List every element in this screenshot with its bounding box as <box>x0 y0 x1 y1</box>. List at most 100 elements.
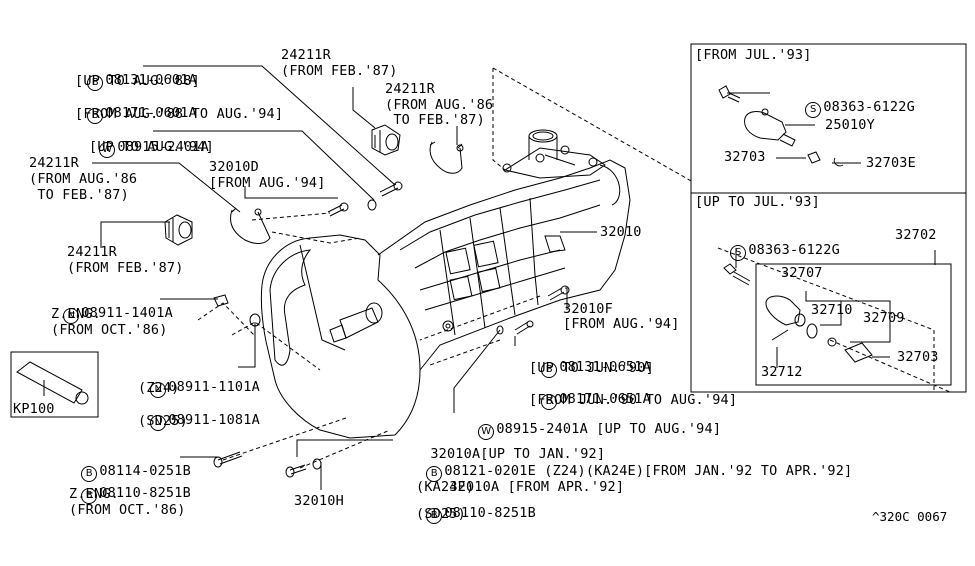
callout-32010a-apr92: 32010A [FROM APR.'92] <box>416 465 624 510</box>
screw-symbol-icon: S <box>805 102 822 118</box>
callout-32712: 32712 <box>761 364 803 380</box>
callout-32703e: 32703E <box>866 155 916 171</box>
bolt-symbol-icon: B <box>541 394 558 410</box>
bolt-symbol-icon: B <box>87 108 104 124</box>
callout-32010f: 32010F <box>563 301 613 317</box>
callout-note: (KA24E) <box>416 479 475 495</box>
callout-note: (FROM FEB.'87) <box>281 63 398 79</box>
part-number: 08363-6122G <box>748 242 840 258</box>
part-number: 08114-0251B <box>99 463 191 479</box>
part-number: 08911-1081A <box>168 412 260 428</box>
callout-note: TO FEB.'87) <box>385 112 485 128</box>
part-number: 08131-0651A <box>559 359 651 375</box>
part-number: 08915-2401A <box>117 139 209 155</box>
callout-note: [FROM AUG.'94] <box>563 316 680 332</box>
inset-frames <box>690 43 967 393</box>
callout-note: (FROM FEB.'87) <box>67 260 184 276</box>
figure-code: ^320C 0067 <box>872 509 948 524</box>
callout-note: (Z24) <box>138 380 180 396</box>
part-number: 08110-8251B <box>99 485 191 501</box>
nut-symbol-icon: N <box>63 308 80 324</box>
callout-24211r-left-feb87: 24211R <box>67 244 117 260</box>
transmission-case <box>260 129 631 439</box>
leader-lines <box>43 65 936 490</box>
dashed-guides <box>197 67 951 469</box>
callout-note: (FROM OCT.'86) <box>51 322 168 338</box>
fasteners <box>213 181 570 478</box>
part-number: 08911-1101A <box>168 379 260 395</box>
callout-32707: 32707 <box>781 265 823 281</box>
callout-32010h: 32010H <box>294 493 344 509</box>
callout-note: [FROM JUN.'90 TO AUG.'94] <box>529 392 738 408</box>
callout-note: [FROM AUG.'94] <box>209 175 326 191</box>
callout-note: (SD25) <box>416 506 466 522</box>
part-number: 08131-0601A <box>105 72 197 88</box>
callout-note: [UP TO JUN.'90] <box>529 360 654 376</box>
callout-32703-b: 32703 <box>897 349 939 365</box>
bolt-symbol-icon: B <box>81 488 98 504</box>
callout-note: (FROM AUG.'86 <box>29 171 138 187</box>
callout-note: [UP TO AUG.'94] <box>89 139 214 155</box>
part-number: 08911-1401A <box>81 305 173 321</box>
callout-note: TO FEB.'87) <box>29 187 129 203</box>
washer-symbol-icon: W <box>478 424 495 440</box>
callout-note: (Z24)(KA24E)[FROM JAN.'92 TO APR.'92] <box>544 463 853 479</box>
kp100-sealant-tube <box>10 351 99 418</box>
callout-note: [FROM AUG.'88 TO AUG.'94] <box>75 106 284 122</box>
part-number: 08915-2401A <box>496 421 588 437</box>
part-number: 08171-0601A <box>105 105 197 121</box>
callout-24211r-top-feb87: 24211R <box>281 47 331 63</box>
part-number: 08363-6122G <box>823 99 915 115</box>
callout-25010y: 25010Y <box>825 117 875 133</box>
bolt-symbol-icon: B <box>81 466 98 482</box>
callout-note: Z.ENG. <box>51 306 101 322</box>
bolt-symbol-icon: B <box>87 75 104 91</box>
callout-note: (SD25) <box>138 413 188 429</box>
callout-32710: 32710 <box>811 302 853 318</box>
callout-note: (FROM OCT.'86) <box>69 502 186 518</box>
part-number: 08171-0651A <box>559 391 651 407</box>
harness-top <box>429 141 464 174</box>
part-number: 08121-0201E <box>444 463 536 479</box>
callout-note: Z.ENG. <box>69 486 119 502</box>
callout-32010a-jan92: 32010A[UP TO JAN.'92] <box>397 432 605 477</box>
callout-24211r-left-aug86: 24211R <box>29 155 79 171</box>
callout-note: [UP TO AUG.'94] <box>596 421 722 437</box>
inset-1-parts <box>718 85 844 167</box>
inset-2-parts <box>723 263 873 363</box>
screw-symbol-icon: S <box>730 245 747 261</box>
callout-note: [FROM APR.'92] <box>507 479 625 495</box>
callout-32709: 32709 <box>863 310 905 326</box>
callout-24211r-top-aug86: 24211R <box>385 81 435 97</box>
part-number: 32010A <box>430 446 481 462</box>
part-number: 08110-8251B <box>444 505 536 521</box>
speed-sensor-left <box>164 214 193 246</box>
nut-symbol-icon: N <box>150 415 167 431</box>
bolt-symbol-icon: B <box>541 362 558 378</box>
inset-header-up-to-jul93: [UP TO JUL.'93] <box>695 194 820 210</box>
harness-left <box>230 207 271 244</box>
speed-sensor-top <box>371 124 401 156</box>
bolt-symbol-icon: B <box>426 466 443 482</box>
callout-32010: 32010 <box>600 224 642 240</box>
callout-kp100: KP100 <box>13 401 55 417</box>
callout-32703-a: 32703 <box>724 149 766 165</box>
callout-note: (FROM AUG.'86 <box>385 97 494 113</box>
callout-32010d: 32010D <box>209 159 259 175</box>
part-number: 32010A <box>449 479 500 495</box>
